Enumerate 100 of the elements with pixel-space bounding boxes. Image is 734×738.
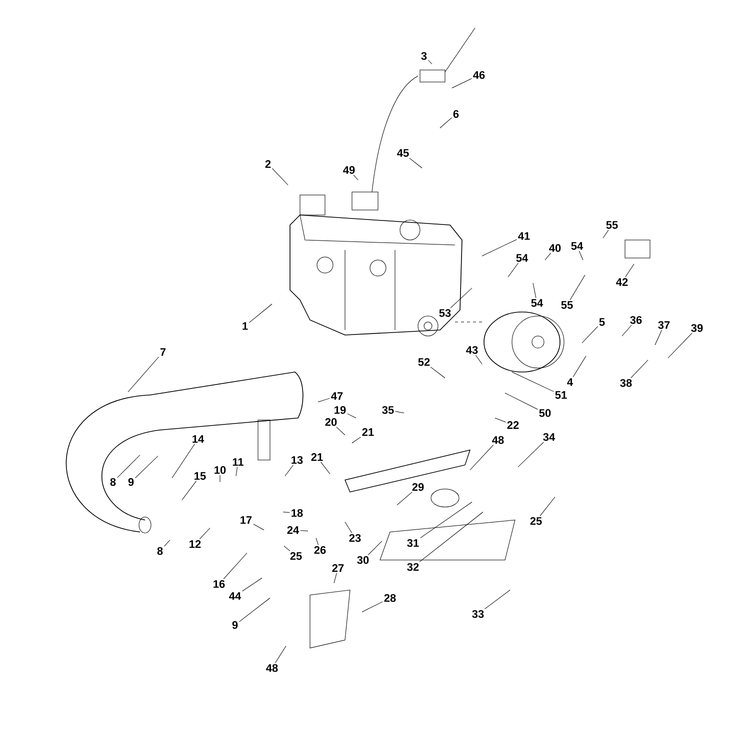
callout-number: 48: [492, 436, 504, 444]
callout-number: 25: [290, 552, 302, 560]
leader-line: [532, 282, 536, 298]
callout-number: 6: [453, 110, 459, 118]
callout-number: 54: [531, 299, 544, 307]
leader-line: [300, 530, 308, 532]
leader-line: [253, 524, 264, 530]
leader-line: [353, 174, 358, 180]
leader-line: [164, 540, 170, 547]
callout-number: 42: [616, 278, 628, 286]
callout-number: 8: [110, 478, 116, 486]
leader-line: [318, 398, 330, 402]
callout-number: 33: [472, 610, 484, 618]
leader-line: [475, 354, 482, 364]
callout-number: 50: [539, 409, 551, 417]
leader-line: [239, 598, 270, 622]
callout-number: 25: [530, 517, 542, 525]
callout-number: 54: [571, 242, 584, 250]
callout-number: 48: [266, 664, 278, 672]
leader-line: [440, 117, 452, 128]
leader-line: [540, 496, 556, 516]
leader-line: [275, 646, 286, 664]
callout-number: 9: [128, 478, 134, 486]
callout-number: 32: [407, 563, 419, 571]
leader-line: [249, 304, 272, 323]
callout-number: 55: [561, 301, 573, 309]
leader-line: [654, 330, 662, 346]
leader-line: [518, 442, 544, 468]
leader-line: [199, 528, 210, 540]
callout-number: 4: [567, 378, 573, 386]
callout-number: 20: [325, 418, 337, 426]
leader-line: [336, 426, 346, 436]
callout-number: 53: [439, 309, 451, 317]
leader-line: [428, 60, 432, 64]
leader-line: [570, 274, 586, 300]
leader-line: [334, 572, 337, 584]
callout-number: 24: [287, 526, 300, 534]
callout-number: 38: [620, 379, 632, 387]
callout-number: 7: [160, 348, 166, 356]
leader-line: [236, 466, 238, 476]
callout-number: 51: [555, 391, 567, 399]
leader-line: [344, 522, 352, 534]
leader-line: [544, 252, 551, 260]
callout-number: 54: [516, 254, 528, 262]
leader-line: [622, 324, 632, 336]
leader-line: [625, 264, 634, 278]
callout-number: 46: [473, 71, 485, 79]
leader-line: [494, 418, 506, 422]
callout-number: 44: [229, 592, 242, 600]
leader-line: [128, 356, 159, 392]
callout-number: 26: [314, 546, 326, 554]
leader-line: [347, 413, 356, 418]
callout-number: 22: [507, 421, 519, 429]
leader-line: [512, 372, 554, 392]
leader-line: [419, 512, 484, 562]
leader-line: [450, 288, 472, 308]
callout-number: 40: [549, 244, 561, 252]
leader-line: [572, 356, 586, 378]
callout-number: 11: [232, 458, 244, 466]
callout-number: 45: [397, 149, 409, 157]
callout-number: 10: [214, 466, 226, 474]
callout-number: 36: [630, 316, 642, 324]
callout-number: 29: [412, 483, 424, 491]
callout-number: 27: [332, 564, 344, 572]
leader-line: [602, 230, 609, 238]
callout-number: 30: [357, 556, 369, 564]
leader-line: [284, 546, 290, 552]
callout-number: 39: [691, 324, 703, 332]
leader-line: [409, 158, 422, 168]
leader-line: [582, 326, 598, 344]
callout-number: 9: [232, 621, 238, 629]
leader-line: [578, 250, 584, 260]
callout-number: 21: [362, 428, 374, 436]
callout-number: 16: [214, 580, 225, 588]
leader-line: [320, 462, 330, 474]
callout-number: 43: [466, 346, 478, 354]
callout-number: 1: [242, 322, 248, 330]
callout-number: 3: [421, 52, 427, 60]
callout-number: 37: [658, 321, 670, 329]
callout-number: 55: [606, 221, 618, 229]
callout-number: 21: [311, 453, 323, 461]
leader-line: [172, 444, 195, 478]
leader-line: [668, 332, 692, 358]
leader-line: [484, 590, 510, 610]
leader-line: [430, 366, 446, 378]
callout-number: 52: [418, 358, 430, 366]
leader-line: [272, 168, 288, 186]
callout-number: 13: [292, 456, 303, 464]
callout-number: 35: [382, 406, 394, 414]
leader-line: [508, 262, 519, 278]
leader-line: [282, 512, 290, 513]
leader-line: [396, 492, 412, 506]
leader-line: [452, 78, 472, 88]
callout-number: 49: [343, 166, 355, 174]
leader-line: [630, 360, 648, 378]
callout-number: 41: [518, 232, 530, 240]
callout-number: 8: [157, 547, 163, 555]
callout-number: 5: [599, 318, 605, 326]
leader-line: [352, 436, 361, 444]
leader-line: [420, 502, 472, 538]
